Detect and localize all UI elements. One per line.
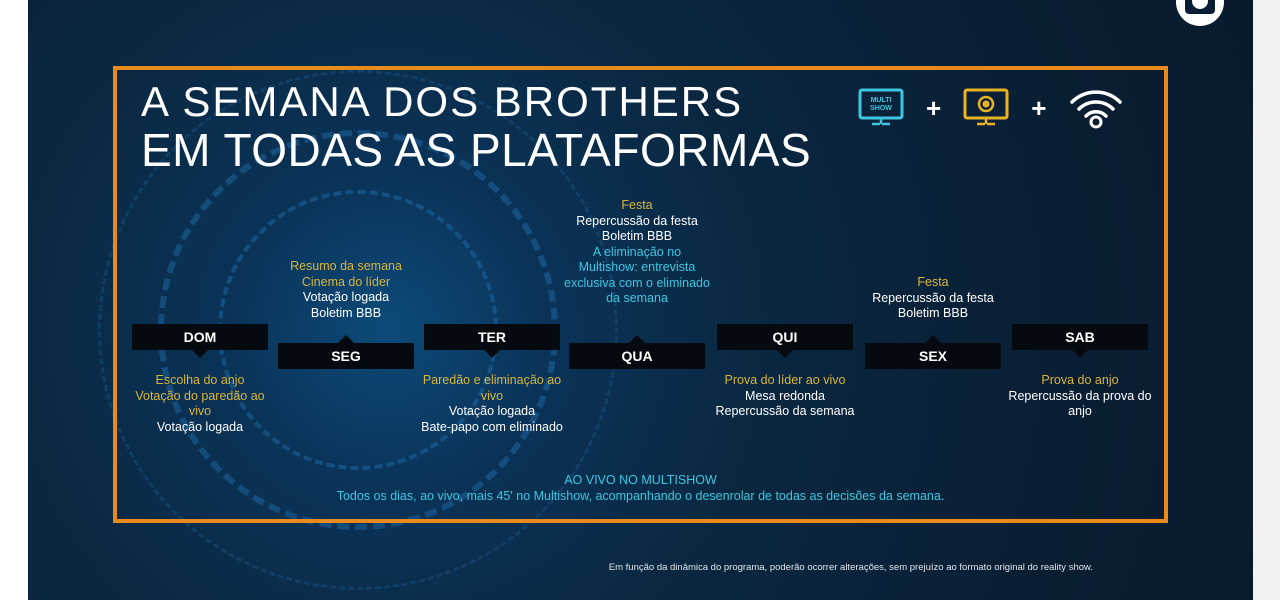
globo-logo (1176, 0, 1224, 26)
schedule-item: Boletim BBB (897, 306, 969, 320)
content-frame (113, 66, 1168, 523)
schedule-item: Votação logada (302, 290, 390, 304)
disclaimer: Em função da dinâmica do programa, poder… (608, 562, 1093, 573)
day-label-sex: SEX (865, 335, 1001, 369)
schedule-item: Votação logada (156, 419, 244, 434)
schedule-item: Prova do anjo (1041, 373, 1119, 387)
schedule-item: Festa (621, 198, 653, 212)
day-label-ter: TER (424, 324, 560, 358)
schedule-item: Cinema do líder (301, 274, 391, 289)
schedule-item: Votação logada (448, 404, 536, 418)
multishow-tv-icon: MULTISHOW (858, 88, 904, 126)
day-label-dom: DOM (132, 324, 268, 358)
schedule-item: Escolha do anjo (155, 373, 245, 387)
schedule-item: Bate-papo com eliminado (421, 419, 563, 434)
schedule-item: Boletim BBB (310, 305, 382, 320)
title-line1: A SEMANA DOS BROTHERS (141, 78, 744, 125)
schedule-item: Paredão e eliminação ao vivo (422, 373, 562, 403)
footer-text: Todos os dias, ao vivo, mais 45' no Mult… (336, 489, 945, 503)
svg-text:SHOW: SHOW (870, 105, 892, 112)
schedule-item: Repercussão da semana (715, 404, 855, 418)
day-label-seg: SEG (278, 335, 414, 369)
schedule-item: Repercussão da festa (576, 213, 698, 228)
schedule-item: Mesa redonda (745, 388, 825, 403)
plus-sign: + (1031, 92, 1047, 123)
wifi-icon (1070, 90, 1123, 129)
schedule-item: Repercussão da festa (872, 290, 994, 305)
day-label-qui: QUI (717, 324, 853, 358)
schedule-item: Festa (917, 275, 949, 289)
decor-ring (98, 70, 618, 590)
title-line2: EM TODAS AS PLATAFORMAS (141, 124, 812, 176)
day-label-qua: QUA (569, 335, 705, 369)
infographic: A SEMANA DOS BROTHERS EM TODAS AS PLATAF… (28, 0, 1253, 600)
right-margin (1253, 0, 1280, 600)
svg-text:MULTI: MULTI (871, 97, 892, 104)
schedule-item: Repercussão da prova do anjo (1008, 388, 1152, 419)
day-label-sab: SAB (1012, 324, 1148, 358)
schedule-item: Prova do líder ao vivo (724, 373, 846, 387)
schedule-item: Resumo da semana (290, 259, 402, 273)
schedule-item: Boletim BBB (601, 229, 673, 243)
globo-tv-icon (963, 88, 1009, 126)
schedule-item: A eliminação no Multishow: entrevista ex… (564, 244, 710, 306)
schedule-item: Votação do paredão ao vivo (135, 388, 265, 419)
plus-sign: + (926, 92, 942, 123)
footer-heading: AO VIVO NO MULTISHOW (564, 473, 717, 487)
